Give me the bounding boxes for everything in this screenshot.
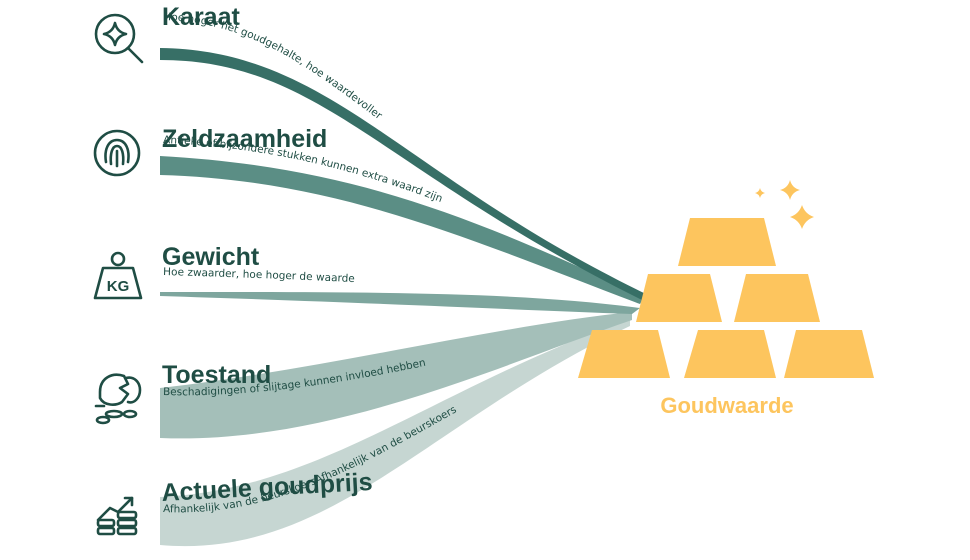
flow-ribbon-gewicht	[160, 292, 640, 314]
gold-bar	[684, 330, 776, 378]
coin-stack-chart-icon	[96, 496, 138, 536]
factor-gewicht: KG Gewicht Hoe zwaarder, hoe hoger de wa…	[93, 243, 355, 300]
gold-bar	[784, 330, 874, 378]
gold-bar	[734, 274, 820, 322]
gold-bars-icon	[578, 218, 874, 378]
flow-ribbon-zeldzaamheid	[160, 156, 644, 304]
flow-ribbon-actuele-goudprijs	[160, 319, 630, 547]
kg-weight-icon: KG	[93, 251, 143, 300]
flow-ribbon-toestand	[160, 312, 632, 439]
factor-title: Zeldzaamheid	[162, 125, 327, 153]
magnifier-sparkle-icon	[94, 13, 144, 64]
factor-zeldzaamheid: Zeldzaamheid Antieke of bijzondere stukk…	[93, 125, 444, 205]
factor-title: Toestand	[162, 361, 271, 389]
gold-bar	[678, 218, 776, 266]
target-label: Goudwaarde	[660, 393, 793, 418]
factor-title: Gewicht	[162, 243, 260, 271]
factor-title: Karaat	[162, 3, 240, 31]
broken-piggy-bank-icon	[94, 373, 142, 425]
flow-ribbons	[160, 48, 646, 547]
fingerprint-icon	[93, 129, 141, 177]
sparkle-icon	[755, 180, 814, 229]
svg-text:KG: KG	[107, 278, 130, 295]
gold-bar	[578, 330, 670, 378]
gold-bar	[636, 274, 722, 322]
flow-ribbon-karaat	[160, 48, 646, 300]
